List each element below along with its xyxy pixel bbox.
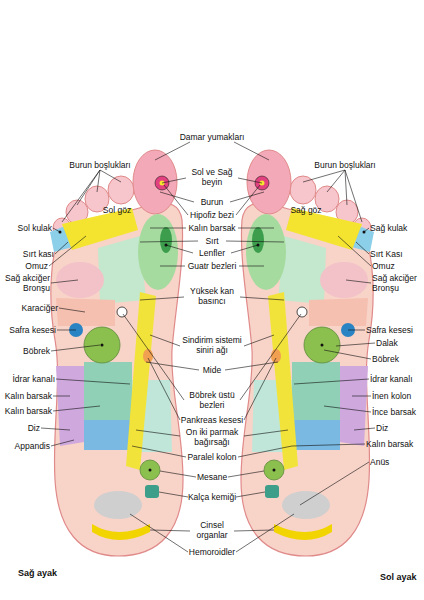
zone-label: Böbrek üstü bezleri: [183, 390, 241, 410]
zone-label: Diz: [0, 423, 40, 433]
zone-label: Burun boşlukları: [300, 160, 390, 170]
zone-label: Hipofiz bezi: [177, 210, 247, 220]
zone-label: Omuz: [0, 261, 48, 271]
zone-label: Karaciğer: [0, 303, 58, 313]
zone-label: İdrar kanalı: [0, 374, 55, 384]
left-foot: [241, 150, 374, 556]
zone-label: Safra kesesi: [0, 325, 56, 335]
zone-label: Sağ göz: [286, 205, 326, 215]
zone-label: Mide: [182, 365, 242, 375]
zone-label: Sindirim sistemi siniri ağı: [177, 335, 247, 355]
zone-label: İnen kolon: [372, 391, 424, 401]
zone-label: İdrar kanalı: [370, 374, 424, 384]
foot-name: Sağ ayak: [18, 568, 88, 578]
zone-label: Sırt: [182, 236, 242, 246]
zone-label: Omuz: [372, 261, 422, 271]
zone-label: Kalın barsak: [366, 439, 424, 449]
zone-label: Kalın barsak: [177, 223, 247, 233]
foot-name: Sol ayak: [380, 572, 424, 582]
zone-label: On iki parmak bağırsağı: [176, 427, 248, 447]
zone-label: Kalın barsak: [0, 406, 52, 416]
leader-lines: [41, 142, 375, 552]
zone-label: Lenfler: [182, 248, 242, 258]
zone-label: Damar yumakları: [167, 132, 257, 142]
zone-label: Sağ akciğer Bronşu: [2, 273, 50, 293]
zone-label: Yüksek kan basıncı: [184, 286, 240, 306]
zone-label: Guatr bezleri: [177, 261, 247, 271]
zone-label: Dalak: [376, 338, 424, 348]
zone-label: Sol kulak: [0, 223, 52, 233]
zone-label: Sol göz: [97, 205, 137, 215]
zone-label: Paralel kolon: [177, 452, 247, 462]
zone-label: Sağ kulak: [370, 223, 424, 233]
zone-label: Sırt Kası: [370, 249, 424, 259]
zone-label: İnce barsak: [372, 407, 424, 417]
zone-label: Hemoroidler: [177, 547, 247, 557]
zone-label: Burun: [182, 197, 242, 207]
leader-dots: [59, 231, 366, 472]
zone-label: Pankreas kesesi: [172, 415, 252, 425]
zone-label: Burun boşlukları: [55, 160, 145, 170]
zone-label: Böbrek: [0, 346, 50, 356]
zone-label: Anüs: [370, 457, 420, 467]
zone-label: Safra kesesi: [366, 325, 424, 335]
zone-label: Mesane: [182, 472, 242, 482]
zone-label: Sırt kası: [0, 249, 54, 259]
zone-label: Cinsel organlar: [188, 520, 236, 540]
zone-label: Kalın barsak: [0, 391, 52, 401]
zone-label: Sol ve Sağ beyin: [186, 167, 238, 187]
zone-label: Appandis: [0, 441, 50, 451]
zone-label: Böbrek: [372, 354, 422, 364]
zone-label: Kalça kemiği: [177, 492, 247, 502]
zone-label: Sağ akciğer Bronşu: [372, 273, 422, 293]
zone-label: Diz: [376, 423, 416, 433]
